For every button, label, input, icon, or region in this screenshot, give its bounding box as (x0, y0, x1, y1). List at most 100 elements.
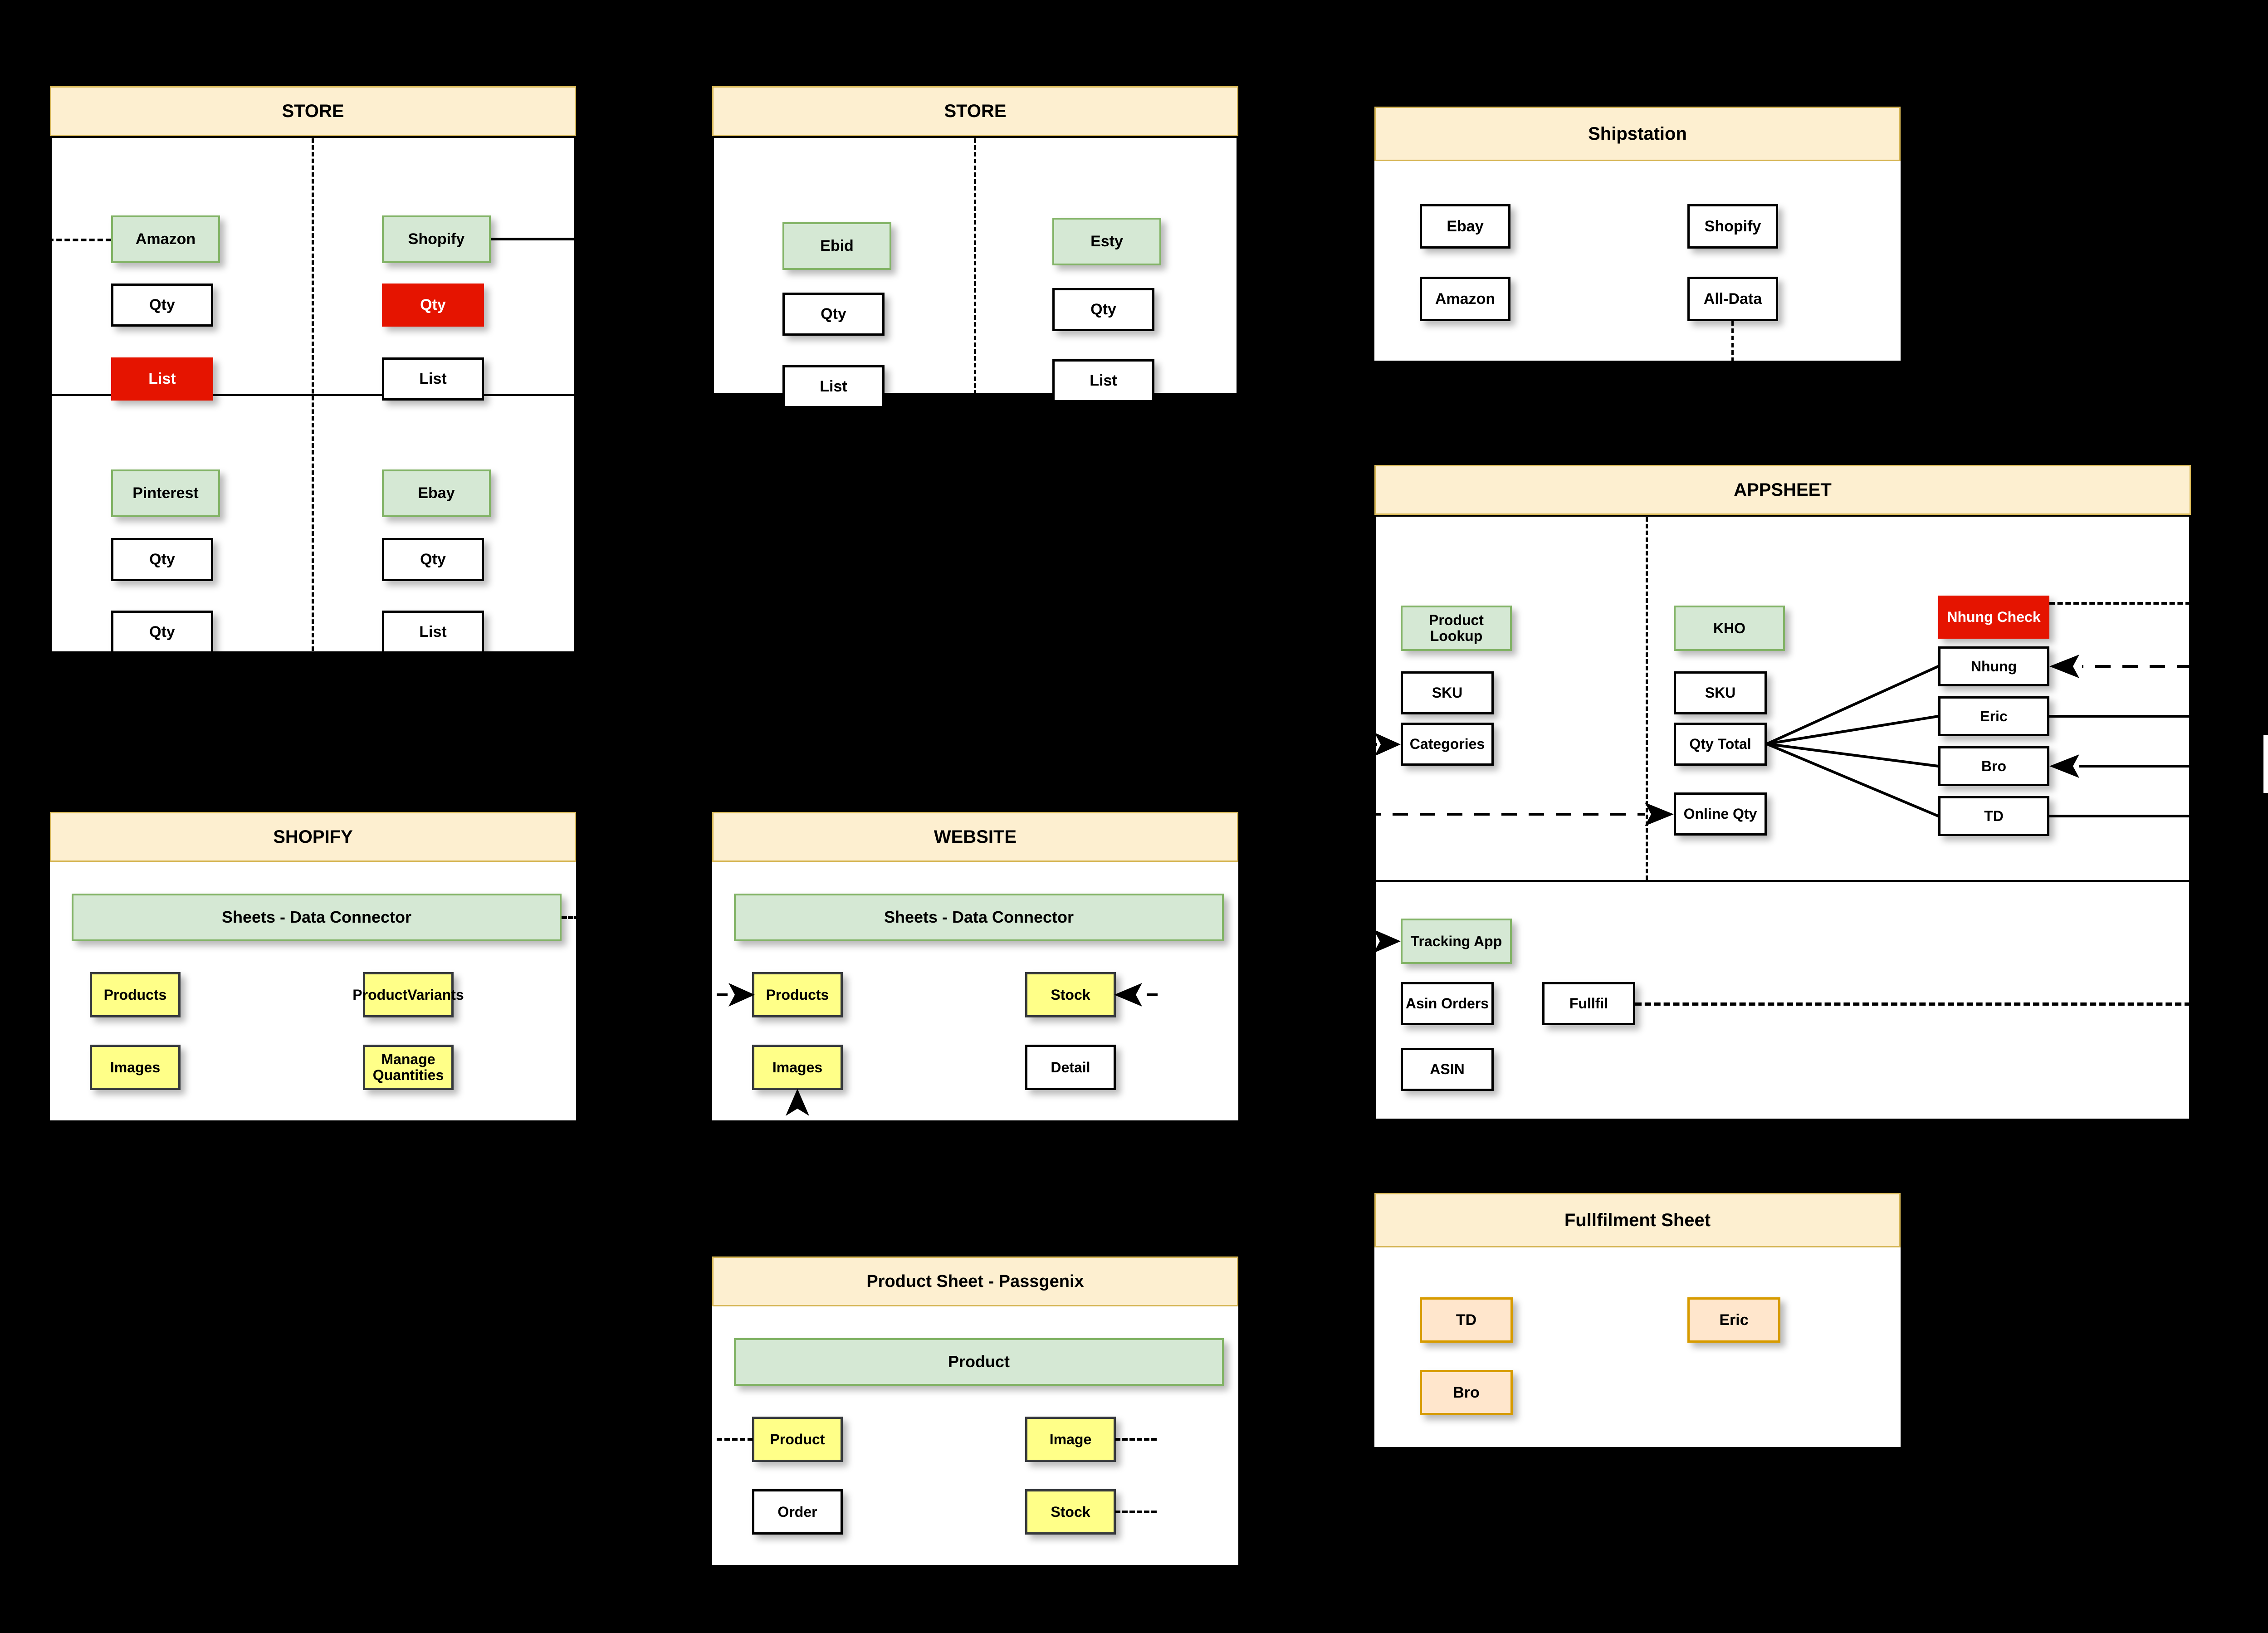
node-label: List (148, 370, 176, 388)
node-appsheet-asin[interactable]: ASIN (1401, 1048, 1494, 1091)
node-appsheet-eric[interactable]: Eric (1938, 696, 2049, 736)
node-label: Images (772, 1059, 823, 1076)
node-shipstation-amazon[interactable]: Amazon (1420, 277, 1510, 321)
node-website-data-connector[interactable]: Sheets - Data Connector (734, 894, 1224, 941)
node-label: Ebid (820, 237, 854, 255)
panel-store-2-title-bar: STORE (712, 86, 1238, 136)
node-shopify-products[interactable]: Products (90, 972, 181, 1017)
node-store1-shopify-list[interactable]: List (382, 357, 484, 401)
node-label: Bro (1453, 1384, 1480, 1401)
node-label: Qty (821, 305, 846, 323)
node-label: Products (766, 986, 829, 1003)
node-shopify-manage-quantities[interactable]: Manage Quantities (363, 1045, 454, 1090)
connector-nhungcheck-out (2049, 602, 2191, 605)
node-appsheet-product-lookup[interactable]: Product Lookup (1401, 606, 1512, 651)
node-store2-ebid[interactable]: Ebid (782, 222, 891, 270)
node-appsheet-sku-kho[interactable]: SKU (1674, 671, 1767, 714)
connector-fullfil-out (1635, 1002, 2191, 1006)
node-store1-pinterest[interactable]: Pinterest (111, 469, 220, 517)
panel-fulfilment-title-bar: Fullfilment Sheet (1374, 1193, 1901, 1247)
node-fulfilment-td[interactable]: TD (1420, 1297, 1513, 1343)
connector-shopify-connector-out (562, 916, 580, 919)
node-label: Image (1049, 1431, 1092, 1447)
node-label: List (419, 370, 447, 388)
connector-productsheet-image-out (1115, 1438, 1157, 1441)
node-appsheet-fullfil[interactable]: Fullfil (1542, 982, 1635, 1025)
node-store1-ebay-qty[interactable]: Qty (382, 538, 484, 581)
node-productsheet-product-header[interactable]: Product (734, 1338, 1224, 1386)
node-productsheet-order[interactable]: Order (752, 1489, 843, 1535)
node-store1-pinterest-qty-2[interactable]: Qty (111, 611, 213, 654)
node-productsheet-product[interactable]: Product (752, 1417, 843, 1462)
vertical-divider (1646, 517, 1648, 880)
node-appsheet-tracking-app[interactable]: Tracking App (1401, 919, 1512, 964)
connector-productsheet-stock-out (1115, 1511, 1157, 1513)
node-appsheet-sku-lookup[interactable]: SKU (1401, 671, 1494, 714)
node-store1-shopify-qty[interactable]: Qty (382, 284, 484, 327)
node-store1-amazon-qty[interactable]: Qty (111, 284, 213, 327)
node-website-images[interactable]: Images (752, 1045, 843, 1090)
node-shopify-productvariants[interactable]: ProductVariants (352, 972, 464, 1017)
node-label: Qty (420, 296, 446, 314)
panel-appsheet-body-bottom (1374, 880, 2191, 1120)
node-label: Product (770, 1431, 825, 1447)
node-appsheet-td[interactable]: TD (1938, 796, 2049, 836)
node-label: Qty (149, 551, 175, 568)
node-store2-esty-qty[interactable]: Qty (1052, 288, 1154, 331)
node-label: Order (777, 1503, 817, 1520)
node-appsheet-nhung-check[interactable]: Nhung Check (1938, 596, 2049, 639)
node-appsheet-categories[interactable]: Categories (1401, 723, 1494, 766)
node-website-stock[interactable]: Stock (1025, 972, 1116, 1017)
node-label: Ebay (418, 484, 455, 502)
node-store1-amazon[interactable]: Amazon (111, 215, 220, 263)
node-label: Online Qty (1683, 806, 1757, 822)
node-shipstation-alldata[interactable]: All-Data (1687, 277, 1778, 321)
node-appsheet-bro[interactable]: Bro (1938, 746, 2049, 786)
node-store2-ebid-qty[interactable]: Qty (782, 293, 885, 336)
node-store1-amazon-list[interactable]: List (111, 357, 213, 401)
node-store2-esty[interactable]: Esty (1052, 218, 1161, 265)
node-label: Ebay (1447, 217, 1484, 235)
node-label: All-Data (1703, 290, 1762, 308)
node-label: Qty Total (1689, 736, 1751, 753)
node-appsheet-nhung[interactable]: Nhung (1938, 646, 2049, 686)
node-store2-ebid-list[interactable]: List (782, 365, 885, 408)
node-productsheet-image[interactable]: Image (1025, 1417, 1116, 1462)
node-store1-shopify[interactable]: Shopify (382, 215, 491, 263)
node-shipstation-ebay[interactable]: Ebay (1420, 204, 1510, 249)
node-label: Eric (1980, 708, 2008, 724)
node-website-detail[interactable]: Detail (1025, 1045, 1116, 1090)
node-store1-ebay[interactable]: Ebay (382, 469, 491, 517)
panel-product-sheet: Product Sheet - Passgenix Product Produc… (712, 1257, 1238, 1565)
panel-title: SHOPIFY (273, 826, 353, 847)
node-appsheet-qty-total[interactable]: Qty Total (1674, 723, 1767, 766)
panel-shopify: SHOPIFY Sheets - Data Connector Products… (50, 812, 580, 1120)
node-shipstation-shopify[interactable]: Shopify (1687, 204, 1778, 249)
panel-store-1-title-bar: STORE (50, 86, 576, 136)
node-label: Qty (420, 551, 446, 568)
panel-website-title-bar: WEBSITE (712, 812, 1238, 862)
node-label: Stock (1051, 986, 1090, 1003)
node-label: Sheets - Data Connector (884, 908, 1074, 927)
node-label: Stock (1051, 1503, 1090, 1520)
node-appsheet-kho[interactable]: KHO (1674, 606, 1785, 651)
connector-amazon-in (48, 239, 111, 241)
node-fulfilment-bro[interactable]: Bro (1420, 1370, 1513, 1415)
panel-appsheet-title-bar: APPSHEET (1374, 465, 2191, 515)
node-store1-pinterest-qty-1[interactable]: Qty (111, 538, 213, 581)
node-appsheet-asin-orders[interactable]: Asin Orders (1401, 982, 1494, 1025)
panel-shopify-title-bar: SHOPIFY (50, 812, 576, 862)
panel-title: APPSHEET (1734, 479, 1832, 500)
node-label: Product (948, 1352, 1010, 1371)
node-label: Pinterest (132, 484, 199, 502)
panel-shipstation-title-bar: Shipstation (1374, 107, 1901, 161)
node-label: ASIN (1430, 1061, 1465, 1078)
node-fulfilment-eric[interactable]: Eric (1687, 1297, 1780, 1343)
node-shopify-images[interactable]: Images (90, 1045, 181, 1090)
node-appsheet-online-qty[interactable]: Online Qty (1674, 792, 1767, 836)
node-store1-ebay-list[interactable]: List (382, 611, 484, 654)
node-website-products[interactable]: Products (752, 972, 843, 1017)
node-store2-esty-list[interactable]: List (1052, 359, 1154, 402)
node-shopify-data-connector[interactable]: Sheets - Data Connector (72, 894, 562, 941)
node-productsheet-stock[interactable]: Stock (1025, 1489, 1116, 1535)
